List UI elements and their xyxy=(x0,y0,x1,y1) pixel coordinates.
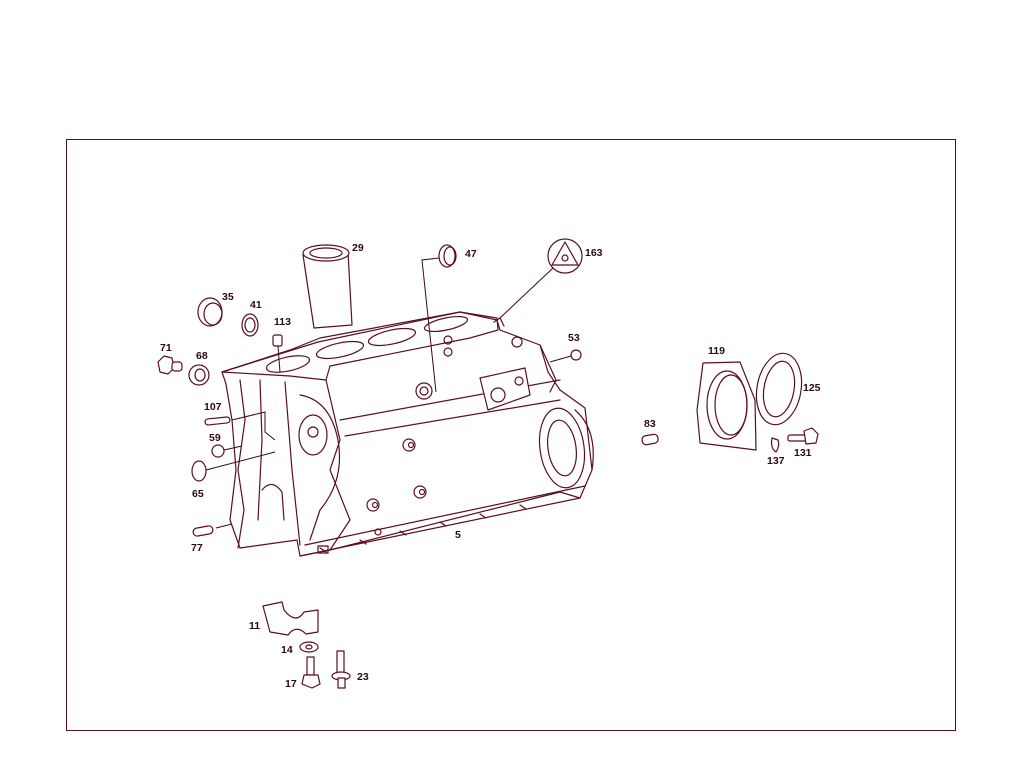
dowel-pin-part-83[interactable] xyxy=(641,433,659,446)
callout-137[interactable]: 137 xyxy=(767,455,785,467)
callout-68[interactable]: 68 xyxy=(196,350,208,362)
radial-seal-part-125[interactable] xyxy=(751,350,807,429)
main-bearing-cap-part-11[interactable] xyxy=(262,601,319,636)
core-plug-part-35[interactable] xyxy=(197,297,223,327)
ball-plug-part-59[interactable] xyxy=(211,444,243,458)
callout-5[interactable]: 5 xyxy=(455,529,461,541)
callout-71[interactable]: 71 xyxy=(160,342,172,354)
callout-47[interactable]: 47 xyxy=(465,248,477,260)
callout-23[interactable]: 23 xyxy=(357,671,369,683)
sealing-ring-part-41[interactable] xyxy=(241,313,259,337)
callout-59[interactable]: 59 xyxy=(209,432,221,444)
callout-163[interactable]: 163 xyxy=(585,247,603,259)
callout-107[interactable]: 107 xyxy=(204,401,222,413)
cylinder-liner-part-29[interactable] xyxy=(302,244,353,329)
callout-35[interactable]: 35 xyxy=(222,291,234,303)
callout-83[interactable]: 83 xyxy=(644,418,656,430)
clip-part-137[interactable] xyxy=(770,437,780,453)
crankcase-part-5[interactable] xyxy=(221,311,594,557)
dowel-pin-part-77[interactable] xyxy=(192,523,233,537)
screw-plug-part-71[interactable] xyxy=(157,355,183,375)
callout-29[interactable]: 29 xyxy=(352,242,364,254)
callout-131[interactable]: 131 xyxy=(794,447,812,459)
callout-11[interactable]: 11 xyxy=(249,620,260,632)
callout-65[interactable]: 65 xyxy=(192,488,204,500)
bolt-part-23[interactable] xyxy=(331,650,351,689)
bolt-part-131[interactable] xyxy=(787,427,819,445)
ball-plug-part-53[interactable] xyxy=(549,349,582,363)
stud-part-107[interactable] xyxy=(204,411,276,441)
callout-125[interactable]: 125 xyxy=(803,382,821,394)
washer-part-14[interactable] xyxy=(299,641,319,653)
seal-carrier-part-119[interactable] xyxy=(696,361,757,451)
callout-119[interactable]: 119 xyxy=(708,345,725,357)
callout-17[interactable]: 17 xyxy=(285,678,297,690)
callout-77[interactable]: 77 xyxy=(191,542,203,554)
core-plug-part-47[interactable] xyxy=(421,244,457,393)
sealing-ring-part-68[interactable] xyxy=(188,364,210,386)
dowel-sleeve-part-113[interactable] xyxy=(272,334,283,373)
core-plug-part-65[interactable] xyxy=(191,451,276,482)
callout-14[interactable]: 14 xyxy=(281,644,293,656)
callout-41[interactable]: 41 xyxy=(250,299,262,311)
bolt-part-17[interactable] xyxy=(301,656,321,689)
plug-detail-part-163[interactable] xyxy=(499,238,583,319)
callout-113[interactable]: 113 xyxy=(274,316,291,328)
diagram-frame xyxy=(66,139,956,731)
callout-53[interactable]: 53 xyxy=(568,332,580,344)
